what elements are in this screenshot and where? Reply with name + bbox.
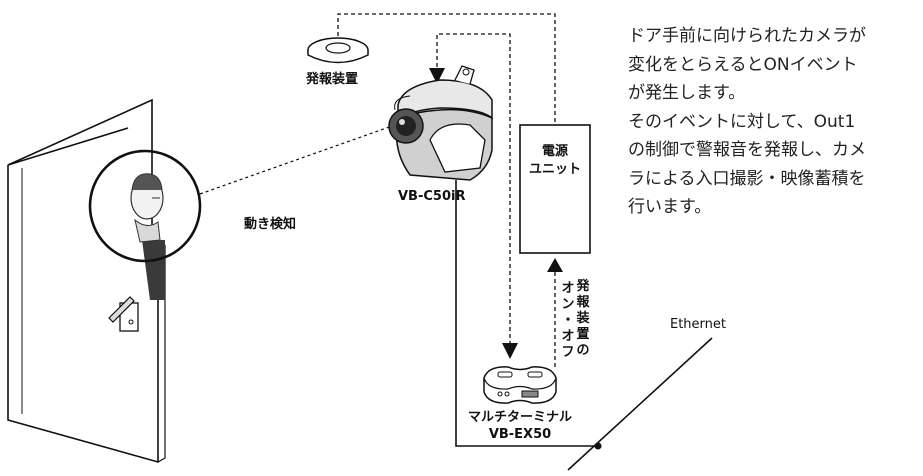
terminal-label-line2: VB-EX50 <box>489 427 551 442</box>
onoff-col2-char: ・ <box>561 313 574 328</box>
onoff-col1-char: 発 <box>575 278 590 294</box>
arrow-to-camera <box>429 68 445 84</box>
onoff-vertical-label: 発 報 装 置 の オ ン ・ オ フ <box>561 278 590 360</box>
onoff-col1-char: 置 <box>576 327 589 342</box>
description-line: そのイベントに対して、Out1 <box>628 111 856 132</box>
onoff-col2-char: フ <box>561 345 574 360</box>
description-line: ラによる入口撮影・映像蓄積を <box>628 168 866 189</box>
onoff-col2-char: ン <box>561 297 574 312</box>
detection-dashed-line <box>199 125 393 195</box>
terminal-label-line1: マルチターミナル <box>468 410 572 425</box>
door-handle <box>108 296 135 323</box>
door-icon <box>7 98 166 464</box>
power-unit-label-line2: ユニット <box>529 162 581 177</box>
onoff-col1-char: 報 <box>576 294 590 310</box>
description-line: の制御で警報音を発報し、カメ <box>628 140 866 160</box>
power-unit-icon <box>519 124 591 254</box>
multi-terminal-icon <box>483 366 557 404</box>
ethernet-label: Ethernet <box>670 317 726 332</box>
description-line: 変化をとらえるとONイベント <box>628 54 858 75</box>
network-junction-dot <box>594 442 602 450</box>
detection-zone-circle <box>88 149 202 263</box>
alarm-signal-dashed-line <box>337 13 556 163</box>
power-unit-label-line1: 電源 <box>542 143 568 159</box>
onoff-col1-char: の <box>576 343 589 358</box>
camera-icon <box>388 65 493 181</box>
camera-model-label: VB-C50iR <box>398 189 465 204</box>
onoff-col2-char: オ <box>561 329 574 344</box>
description-line: 行います。 <box>628 197 712 217</box>
alarm-device-label: 発報装置 <box>305 71 358 87</box>
arrow-to-terminal <box>502 343 518 359</box>
person-icon <box>130 173 165 300</box>
description-line: ドア手前に向けられたカメラが <box>628 26 866 46</box>
motion-detect-label: 動き検知 <box>244 216 296 232</box>
description-text: ドア手前に向けられたカメラが 変化をとらえるとONイベント が発生します。 その… <box>628 22 920 222</box>
terminal-camera-dashed-line <box>436 33 511 345</box>
ethernet-line <box>567 337 713 471</box>
alarm-device-icon <box>307 37 369 64</box>
onoff-col1-char: 装 <box>575 310 589 326</box>
onoff-col2-char: オ <box>561 281 574 296</box>
arrow-to-power-unit <box>547 258 563 272</box>
camera-cable-line <box>455 180 598 447</box>
description-line: が発生します。 <box>628 83 746 103</box>
